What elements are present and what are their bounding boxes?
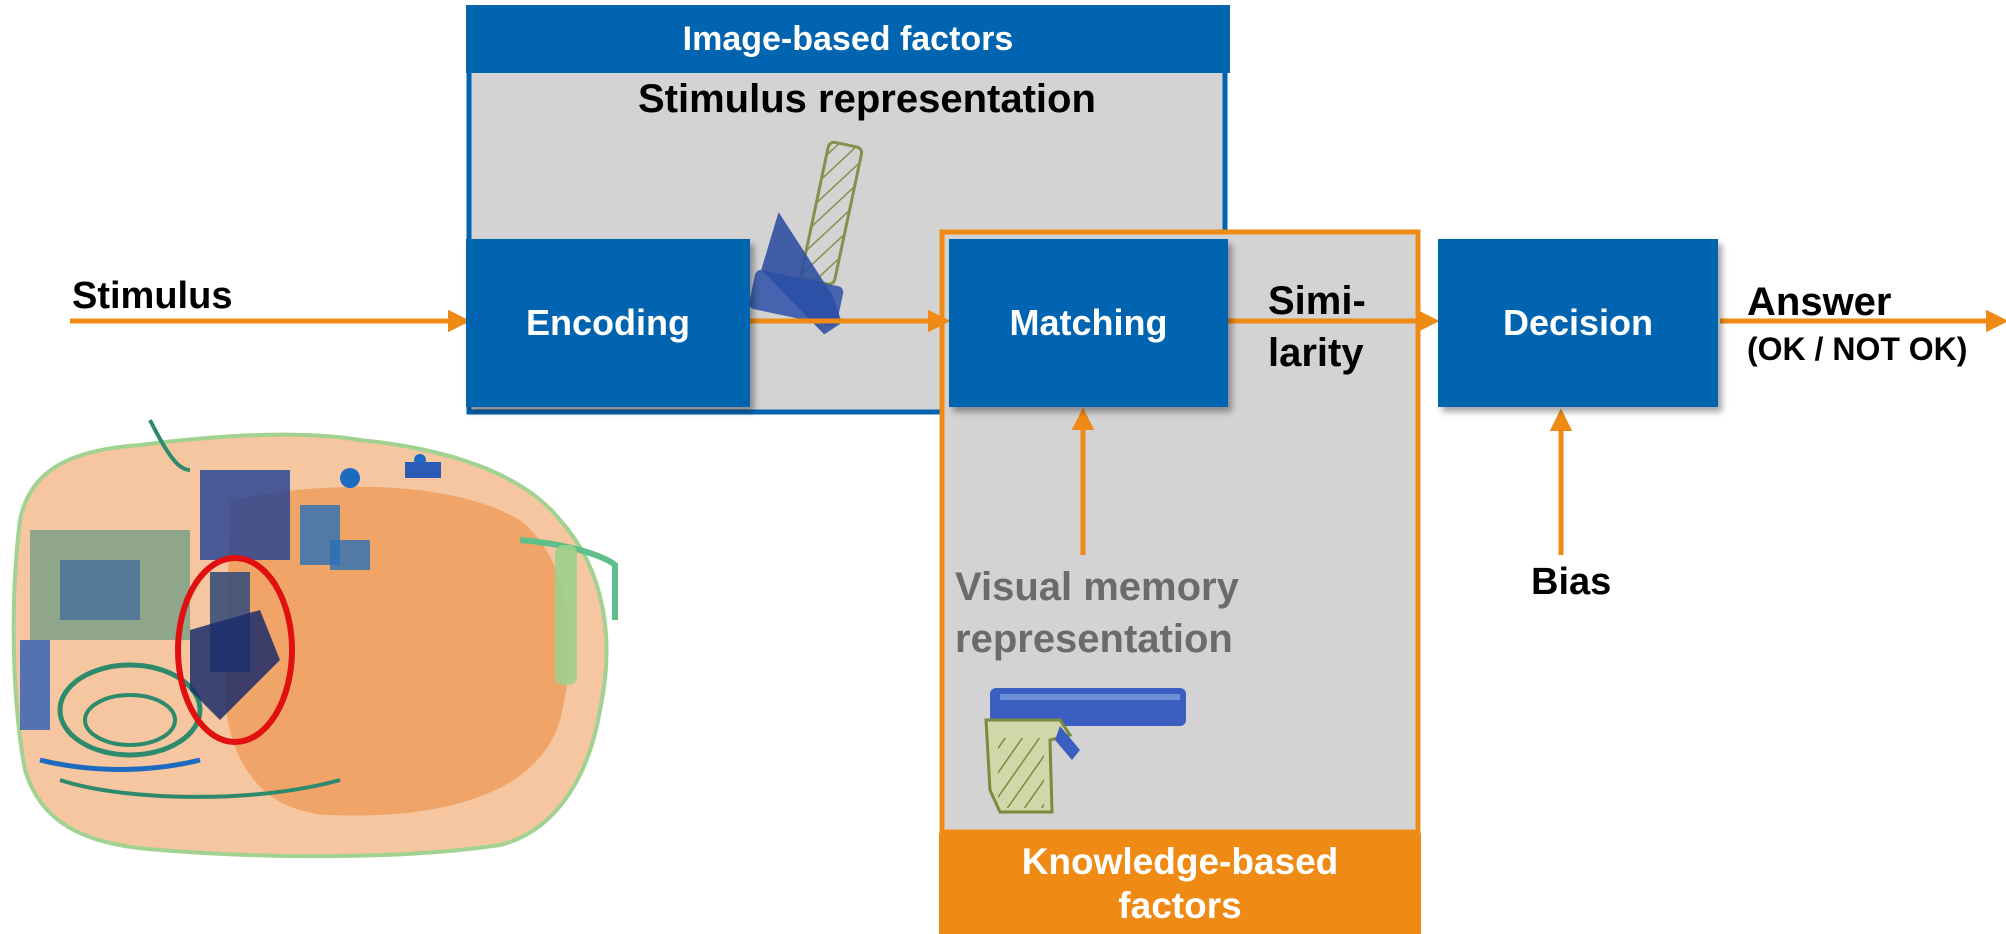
bias-label: Bias — [1531, 561, 1612, 603]
xray-baggage-illustration — [11, 419, 618, 859]
visual-memory-label: Visual memory representation — [955, 561, 1239, 665]
answer-label: Answer — [1747, 280, 1892, 324]
threat-highlight-ellipse — [175, 555, 295, 745]
visual-memory-line-2: representation — [955, 617, 1233, 661]
knowledge-line-2: factors — [1118, 884, 1242, 926]
encoding-label: Encoding — [526, 302, 690, 343]
image-based-factors-label: Image-based factors — [682, 19, 1014, 58]
encoding-box: Encoding — [466, 239, 750, 407]
similarity-line-1: Simi- — [1268, 279, 1366, 323]
stimulus-representation-gun — [749, 140, 864, 335]
visual-memory-pistol — [984, 688, 1186, 814]
matching-label: Matching — [1009, 302, 1168, 343]
matching-box: Matching — [949, 239, 1228, 407]
knowledge-based-factors-header: Knowledge-based factors — [939, 833, 1421, 934]
image-based-factors-header: Image-based factors — [466, 5, 1230, 73]
answer-options-label: (OK / NOT OK) — [1747, 331, 1968, 367]
decision-label: Decision — [1502, 302, 1654, 343]
decision-box: Decision — [1438, 239, 1718, 407]
stimulus-label: Stimulus — [72, 275, 233, 317]
knowledge-line-1: Knowledge-based — [1021, 840, 1339, 882]
stimulus-representation-label: Stimulus representation — [638, 77, 1096, 121]
similarity-line-2: larity — [1268, 331, 1364, 375]
visual-memory-line-1: Visual memory — [955, 565, 1239, 609]
similarity-label: Simi- larity — [1268, 275, 1366, 379]
